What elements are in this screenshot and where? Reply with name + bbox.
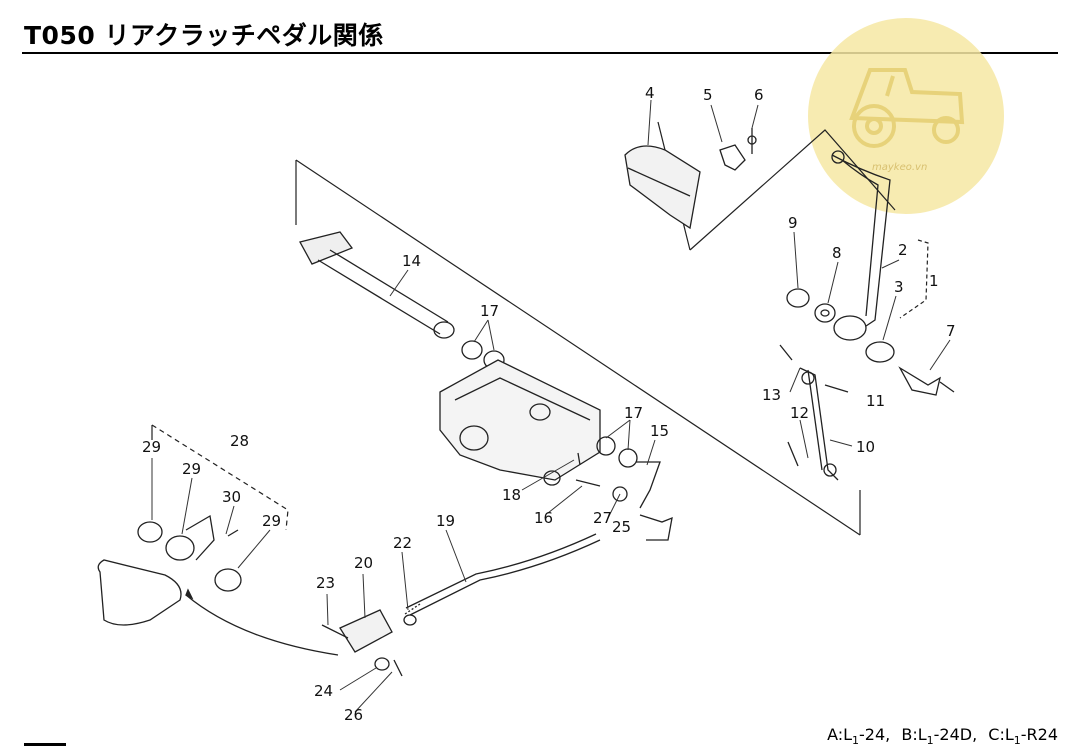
pivot-bolt — [898, 366, 955, 396]
model-c: C:L1-R24 — [988, 724, 1058, 747]
part-label-7: 7 — [946, 322, 956, 340]
part-label-5: 5 — [703, 86, 713, 104]
part-label-19: 19 — [436, 512, 455, 530]
clevis-yoke — [321, 609, 403, 677]
part-label-4: 4 — [645, 84, 655, 102]
part-label-29-right: 29 — [262, 512, 281, 530]
part-label-20: 20 — [354, 554, 373, 572]
part-label-25: 26 — [344, 706, 363, 724]
model-applicability-note: A:L1-24, B:L1-24D, C:L1-R24 — [821, 725, 1058, 747]
link-rod — [779, 344, 849, 481]
leader-lines — [151, 99, 951, 713]
part-label-1: 1 — [929, 272, 939, 290]
part-label-3: 3 — [894, 278, 904, 296]
part-label-24: 25 — [612, 518, 631, 536]
part-label-10: 10 — [856, 438, 875, 456]
part-label-22: 23 — [316, 574, 335, 592]
part-label-21: 22 — [393, 534, 412, 552]
tractor-icon — [849, 68, 965, 148]
pedal-pad — [624, 128, 757, 230]
part-label-23: 24 — [314, 682, 333, 700]
title-underline — [22, 52, 1058, 54]
transmission-housing — [439, 359, 601, 486]
watermark-logo: maykeo.vn — [808, 18, 1004, 214]
part-label-14: 14 — [402, 252, 421, 270]
model-a: A:L1-24, — [827, 724, 891, 747]
washers-8-9 — [786, 288, 836, 323]
lower-pedal-group — [97, 514, 339, 656]
part-label-30: 30 — [222, 488, 241, 506]
pedal-arm — [831, 150, 895, 363]
part-number-labels: 4 5 6 9 8 2 1 3 7 13 11 12 10 14 17 17 1… — [142, 84, 956, 724]
part-label-29-left: 29 — [142, 438, 161, 456]
model-b: B:L1-24D, — [901, 724, 978, 747]
part-label-8: 8 — [832, 244, 842, 262]
page-title: T050 リアクラッチペダル関係 — [24, 21, 384, 50]
part-label-17-lower: 17 — [624, 404, 643, 422]
lever-assembly — [575, 436, 673, 541]
part-label-18: 18 — [502, 486, 521, 504]
part-label-26: 27 — [593, 509, 612, 527]
part-label-27: 28 — [230, 432, 249, 450]
part-label-15: 15 — [650, 422, 669, 440]
part-label-11: 11 — [866, 392, 885, 410]
part-label-28: 29 — [182, 460, 201, 478]
part-label-13: 13 — [762, 386, 781, 404]
part-label-17-upper: 17 — [480, 302, 499, 320]
cross-shaft — [299, 231, 505, 370]
part-label-16: 16 — [534, 509, 553, 527]
page-corner-mark — [24, 743, 66, 746]
part-label-12: 12 — [790, 404, 809, 422]
watermark-text: maykeo.vn — [872, 162, 927, 173]
part-label-2: 2 — [898, 241, 908, 259]
part-label-9: 9 — [788, 214, 798, 232]
part-label-6: 6 — [754, 86, 764, 104]
clutch-rod — [403, 533, 601, 626]
